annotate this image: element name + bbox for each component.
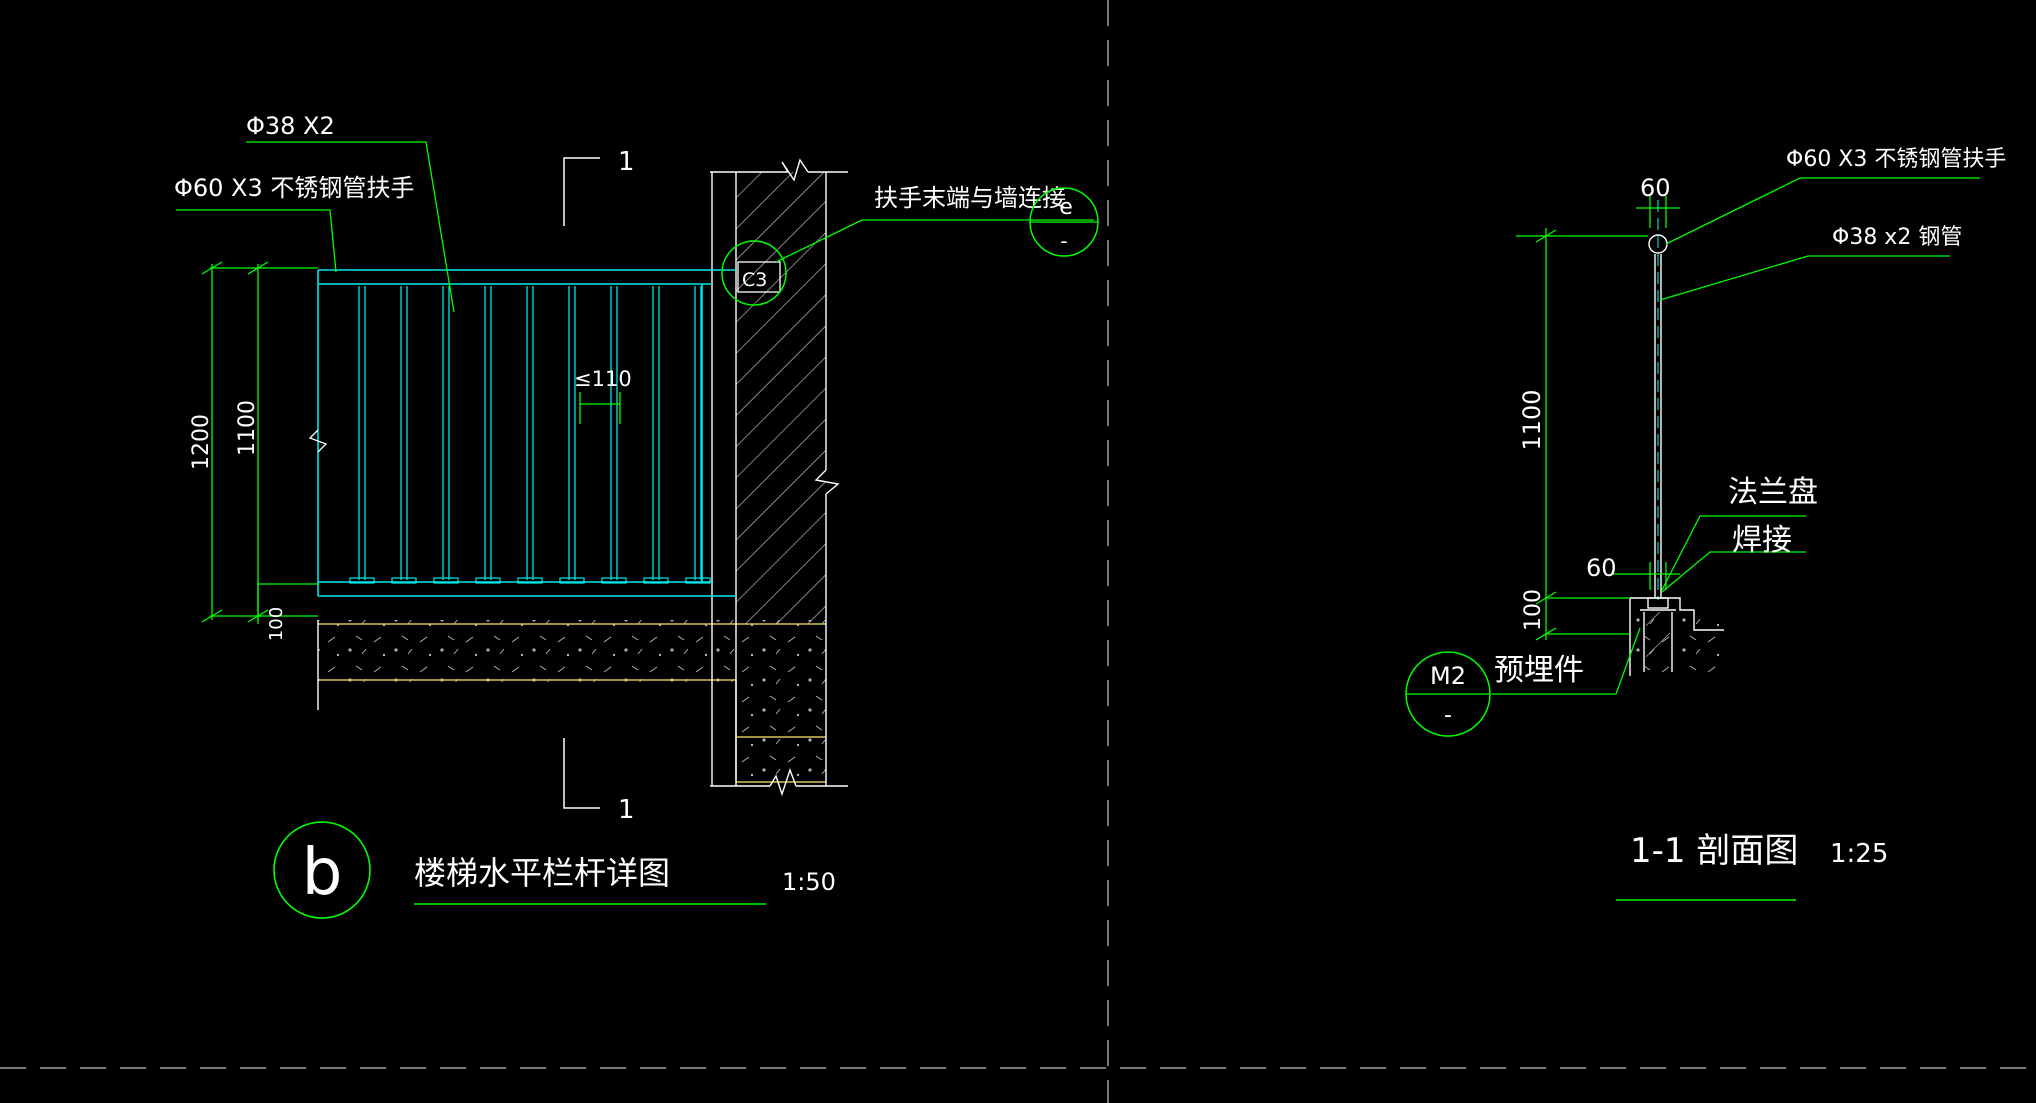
ref-bubble-top: e [1059,195,1073,220]
wall-plate [737,261,781,293]
bubble-top: M2 [1430,662,1466,690]
title-bubble-letter: b [302,836,343,910]
baluster-base [601,577,627,584]
section-cut-marks [563,157,600,809]
label-flange: 法兰盘 [1728,475,1818,510]
section-scale: 1:25 [1830,839,1888,869]
connection-detail-circle [721,240,787,306]
section-title: 1-1 剖面图 [1630,831,1798,871]
dim-1100: 1100 [235,400,260,456]
section-bubble: M2 - [1405,651,1491,737]
ref-bubble-bottom: - [1060,229,1067,253]
post [1648,234,1668,598]
section-label-handrail: Φ60 X3 不锈钢管扶手 [1786,147,2006,172]
label-wall-connection: 扶手末端与墙连接 [874,184,1066,212]
baluster-base [349,577,375,584]
section-mark-bottom: 1 [618,795,635,825]
leader-lines [176,141,1094,313]
dim-1200: 1200 [189,414,214,470]
reference-bubble: e - [1029,187,1099,257]
baluster-base [475,577,501,584]
railing-frame [317,269,736,597]
wall-outline [710,158,848,797]
detail-b: C3 1200 1100 100 ≤110 1 1 [174,112,1099,919]
label-embedded: 预埋件 [1494,653,1584,688]
label-weld: 焊接 [1732,523,1792,558]
dimension-lines [201,261,621,624]
section-label-pipe: Φ38 x2 钢管 [1832,225,1962,250]
plate-label: C3 [742,269,767,291]
dim-100: 100 [266,607,287,641]
slab-step [736,682,826,782]
break-line [308,429,328,453]
dim-spacing: ≤110 [574,367,632,391]
dim-60-top: 60 [1640,174,1671,202]
concrete-wall [736,172,826,624]
title-bubble [273,821,371,919]
baluster-base [643,577,669,584]
base-hatch [1646,612,1670,660]
baluster-base [559,577,585,584]
baluster-base [433,577,459,584]
bubble-bottom: - [1444,703,1452,728]
section-1-1: 60 1100 60 100 Φ60 X3 不锈钢管扶手 Φ38 x2 钢管 法… [1405,147,2006,901]
detail-title: 楼梯水平栏杆详图 [414,854,670,892]
baluster-base [685,577,711,584]
balusters [349,286,711,584]
section-leaders [1492,177,1980,695]
section-mark-top: 1 [618,147,635,177]
section-dimension-lines [1516,196,1680,641]
label-handrail: Φ60 X3 不锈钢管扶手 [174,174,414,202]
label-pipe38: Φ38 X2 [246,112,335,140]
floor-slab [318,620,826,682]
dim-100-section: 100 [1521,589,1546,631]
dim-60-bottom: 60 [1586,554,1617,582]
detail-scale: 1:50 [782,868,836,896]
baluster-base [391,577,417,584]
baluster-base [517,577,543,584]
dim-1100-section: 1100 [1518,389,1546,450]
